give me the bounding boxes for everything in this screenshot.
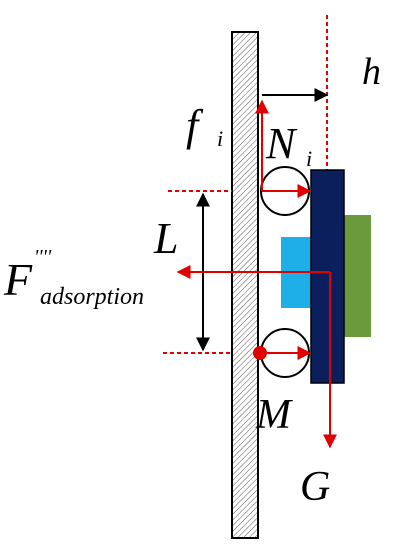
label-N: N — [265, 119, 298, 168]
label-L: L — [153, 214, 178, 263]
label-f: f — [186, 101, 204, 150]
pivot-point-M — [253, 346, 267, 360]
label-F-subscript: adsorption — [40, 284, 144, 310]
label-f-subscript: i — [217, 126, 223, 151]
label-M: M — [255, 392, 293, 438]
label-F: F — [3, 254, 33, 305]
label-h: h — [362, 51, 381, 93]
wall — [231, 31, 259, 539]
label-N-subscript: i — [306, 146, 312, 171]
robot-body — [310, 169, 345, 384]
side-plate — [343, 215, 371, 337]
label-G: G — [300, 464, 330, 510]
label-F-superscript: '''' — [34, 246, 52, 268]
